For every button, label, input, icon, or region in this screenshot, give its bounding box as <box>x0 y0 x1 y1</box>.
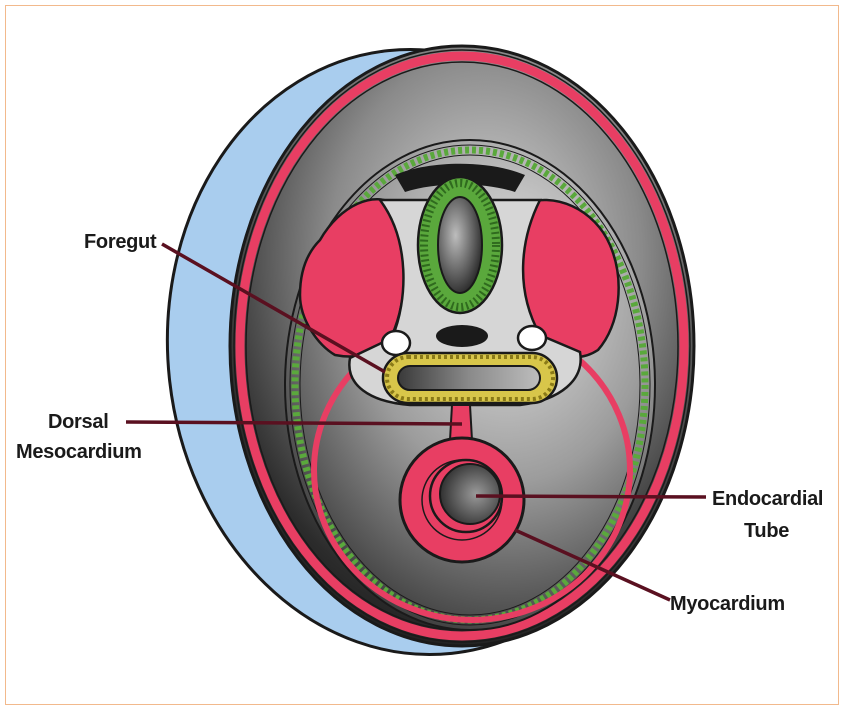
left-dorsal-aorta <box>382 331 410 355</box>
label-foregut: Foregut <box>84 231 157 253</box>
label-myocardium: Myocardium <box>670 593 785 615</box>
label-dorsal-mesocardium-line1: Dorsal <box>48 411 108 433</box>
neural-tube-lumen <box>438 197 482 293</box>
foregut-lumen <box>398 366 540 390</box>
notochord <box>436 325 488 347</box>
dorsal-mesocardium-leader-line <box>126 422 462 424</box>
endocardial-tube-leader-line <box>476 496 706 497</box>
right-dorsal-aorta <box>518 326 546 350</box>
label-dorsal-mesocardium-line2: Mesocardium <box>16 441 142 463</box>
endocardial-lumen <box>440 464 500 524</box>
label-endocardial-tube-line2: Tube <box>744 520 789 542</box>
label-endocardial-tube-line1: Endocardial <box>712 488 823 510</box>
